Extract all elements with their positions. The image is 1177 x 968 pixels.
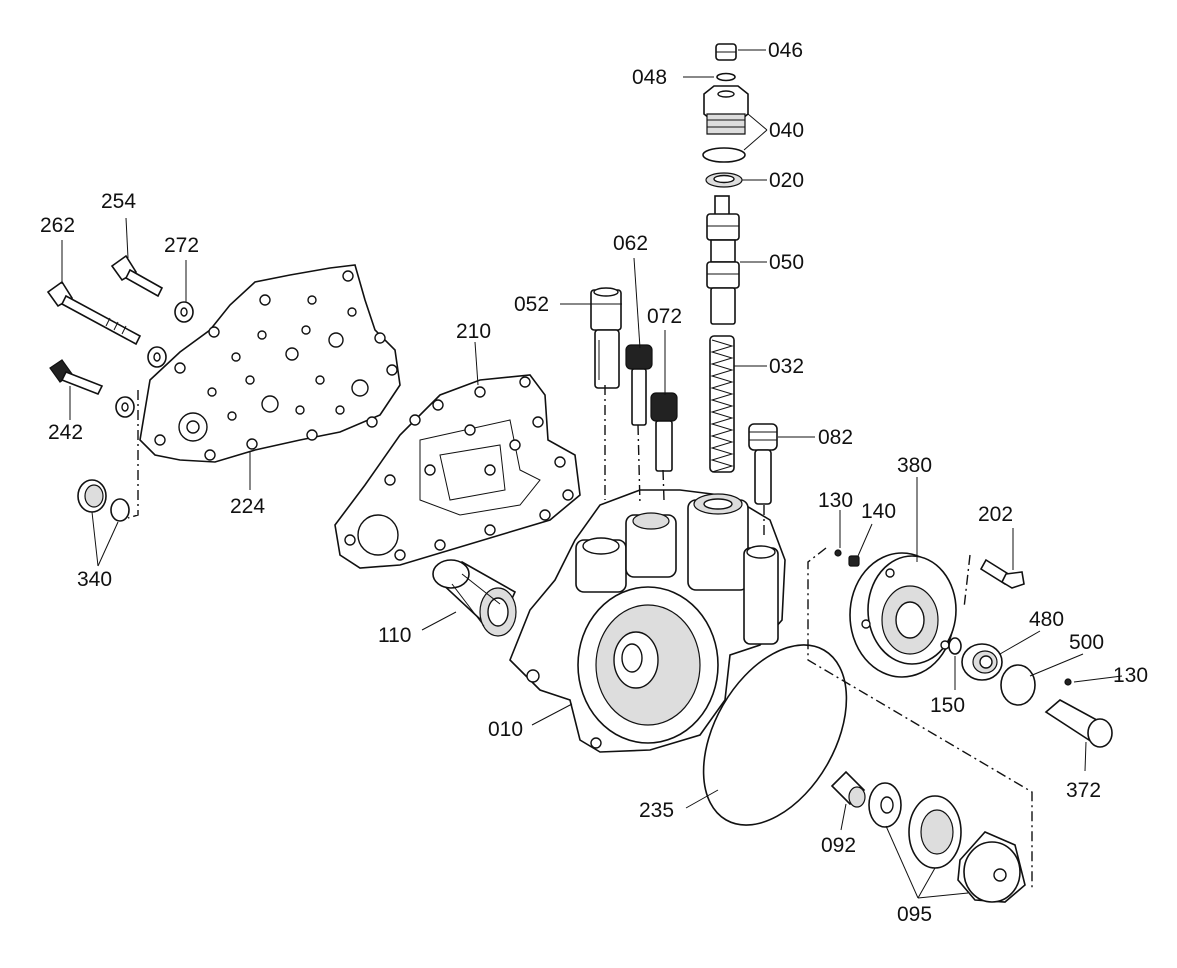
label-500: 500 [1069,631,1104,654]
label-254: 254 [101,190,136,213]
label-380: 380 [897,454,932,477]
part-372-shaft [1044,699,1113,748]
callout-labels: 046 048 040 020 050 062 052 072 032 082 … [40,39,1148,926]
part-092-bushing [830,770,866,808]
part-235-oring [702,644,848,826]
part-050-spool [706,195,740,325]
part-130-ball-lower [1064,678,1072,686]
label-062: 062 [613,232,648,255]
part-340-plug-and-seal [77,479,130,522]
label-140: 140 [861,500,896,523]
part-046-plug [715,43,737,61]
centerlines [127,385,1033,890]
label-052: 052 [514,293,549,316]
label-082: 082 [818,426,853,449]
label-046: 046 [768,39,803,62]
label-340: 340 [77,568,112,591]
part-210-gasket [334,374,581,569]
label-262: 262 [40,214,75,237]
part-095-gerotor-set [868,782,1026,903]
label-110: 110 [378,624,411,647]
label-010: 010 [488,718,523,741]
label-480: 480 [1029,608,1064,631]
label-040: 040 [769,119,804,142]
label-048: 048 [632,66,667,89]
label-032: 032 [769,355,804,378]
part-140-spring [848,555,860,567]
part-150-ring [948,637,962,655]
part-072-plug [650,392,678,472]
part-032-spring [709,335,735,473]
part-110-strainer [432,559,517,637]
part-052-sleeve [590,287,622,389]
label-150: 150 [930,694,965,717]
label-242: 242 [48,421,83,444]
label-235: 235 [639,799,674,822]
label-020: 020 [769,169,804,192]
label-130-upper: 130 [818,489,853,512]
part-010-housing [509,489,786,753]
part-480-bearing [961,643,1003,681]
label-202: 202 [978,503,1013,526]
part-242-bolt [49,359,104,396]
part-082-plug [748,423,778,505]
part-262-long-bolt [46,280,142,346]
part-130-ball-upper [834,549,842,557]
part-224-cover-plate [139,264,401,463]
part-380-pump-cover [849,552,957,678]
part-020-washer [705,172,743,188]
label-050: 050 [769,251,804,274]
label-210: 210 [456,320,491,343]
part-500-snap-ring [1000,664,1036,706]
label-072: 072 [647,305,682,328]
label-095: 095 [897,903,932,926]
leader-lines [61,49,1123,899]
part-202-bolt [979,558,1025,589]
label-272: 272 [164,234,199,257]
part-048-ring [716,72,736,82]
label-224: 224 [230,495,265,518]
label-372: 372 [1066,779,1101,802]
part-062-plug [625,344,653,426]
label-092: 092 [821,834,856,857]
part-040-hex-nut [702,85,749,163]
part-254-bolt [110,254,164,298]
label-130-lower: 130 [1113,664,1148,687]
part-272-washers [115,301,194,418]
